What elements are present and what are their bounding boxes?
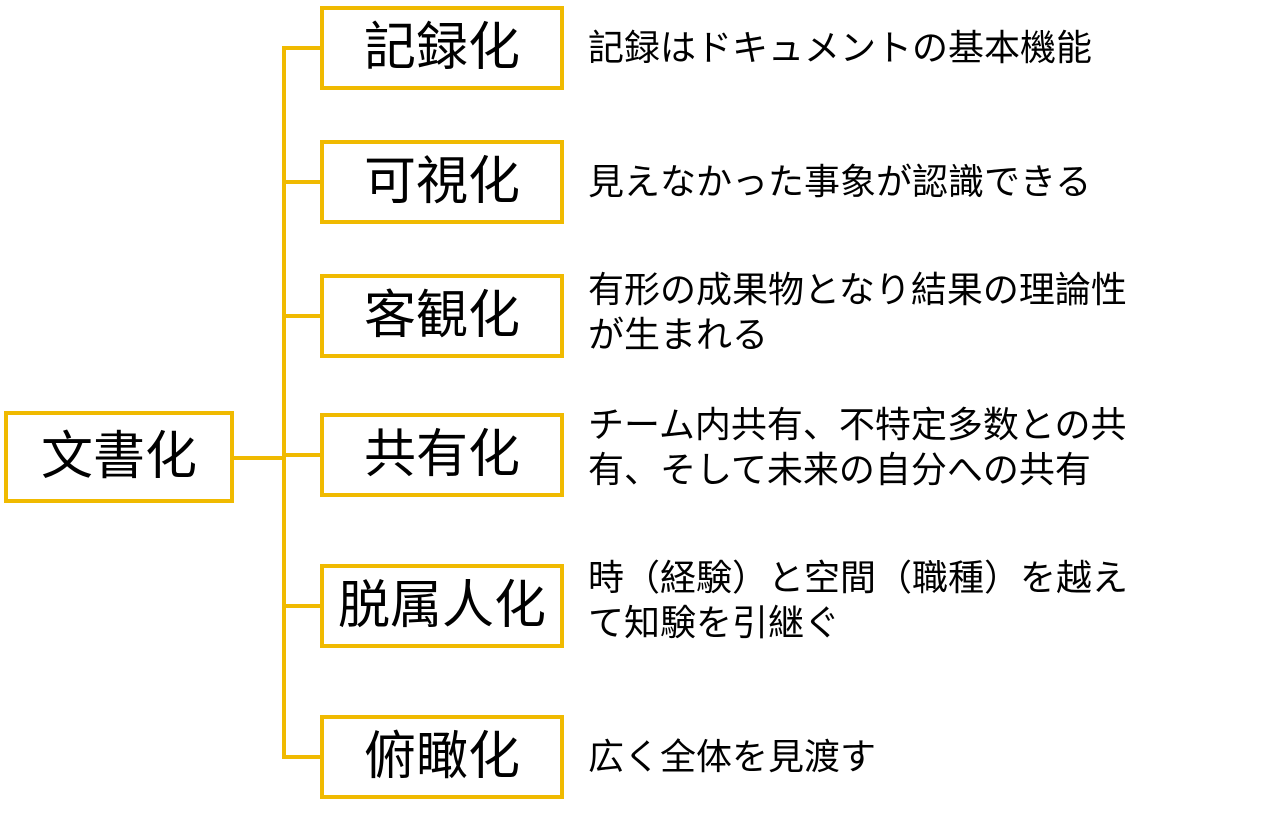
branch-node-objectification: 客観化 [320,274,564,358]
branch-node-sharing: 共有化 [320,413,564,497]
branch-node-de-personalization: 脱属人化 [320,564,564,648]
branch-node-visualization: 可視化 [320,140,564,224]
branch-description: 時（経験）と空間（職種）を越え て知験を引継ぐ [588,558,1129,644]
branch-label: 脱属人化 [337,576,546,636]
branch-label: 記録化 [363,18,520,78]
branch-description: 見えなかった事象が認識できる [588,162,1092,203]
branch-label: 可視化 [363,152,520,212]
root-node-label: 文書化 [40,427,197,487]
branch-node-overview: 俯瞰化 [320,715,564,799]
branch-description: チーム内共有、不特定多数との共 有、そして未来の自分への共有 [588,405,1127,491]
branch-node-recording: 記録化 [320,6,564,90]
branch-label: 客観化 [363,286,520,346]
branch-label: 俯瞰化 [363,727,520,787]
branch-description: 有形の成果物となり結果の理論性 が生まれる [588,270,1127,356]
branch-description: 記録はドキュメントの基本機能 [588,28,1093,69]
root-node: 文書化 [4,411,234,503]
branch-label: 共有化 [363,425,520,485]
branch-description: 広く全体を見渡す [588,737,877,778]
